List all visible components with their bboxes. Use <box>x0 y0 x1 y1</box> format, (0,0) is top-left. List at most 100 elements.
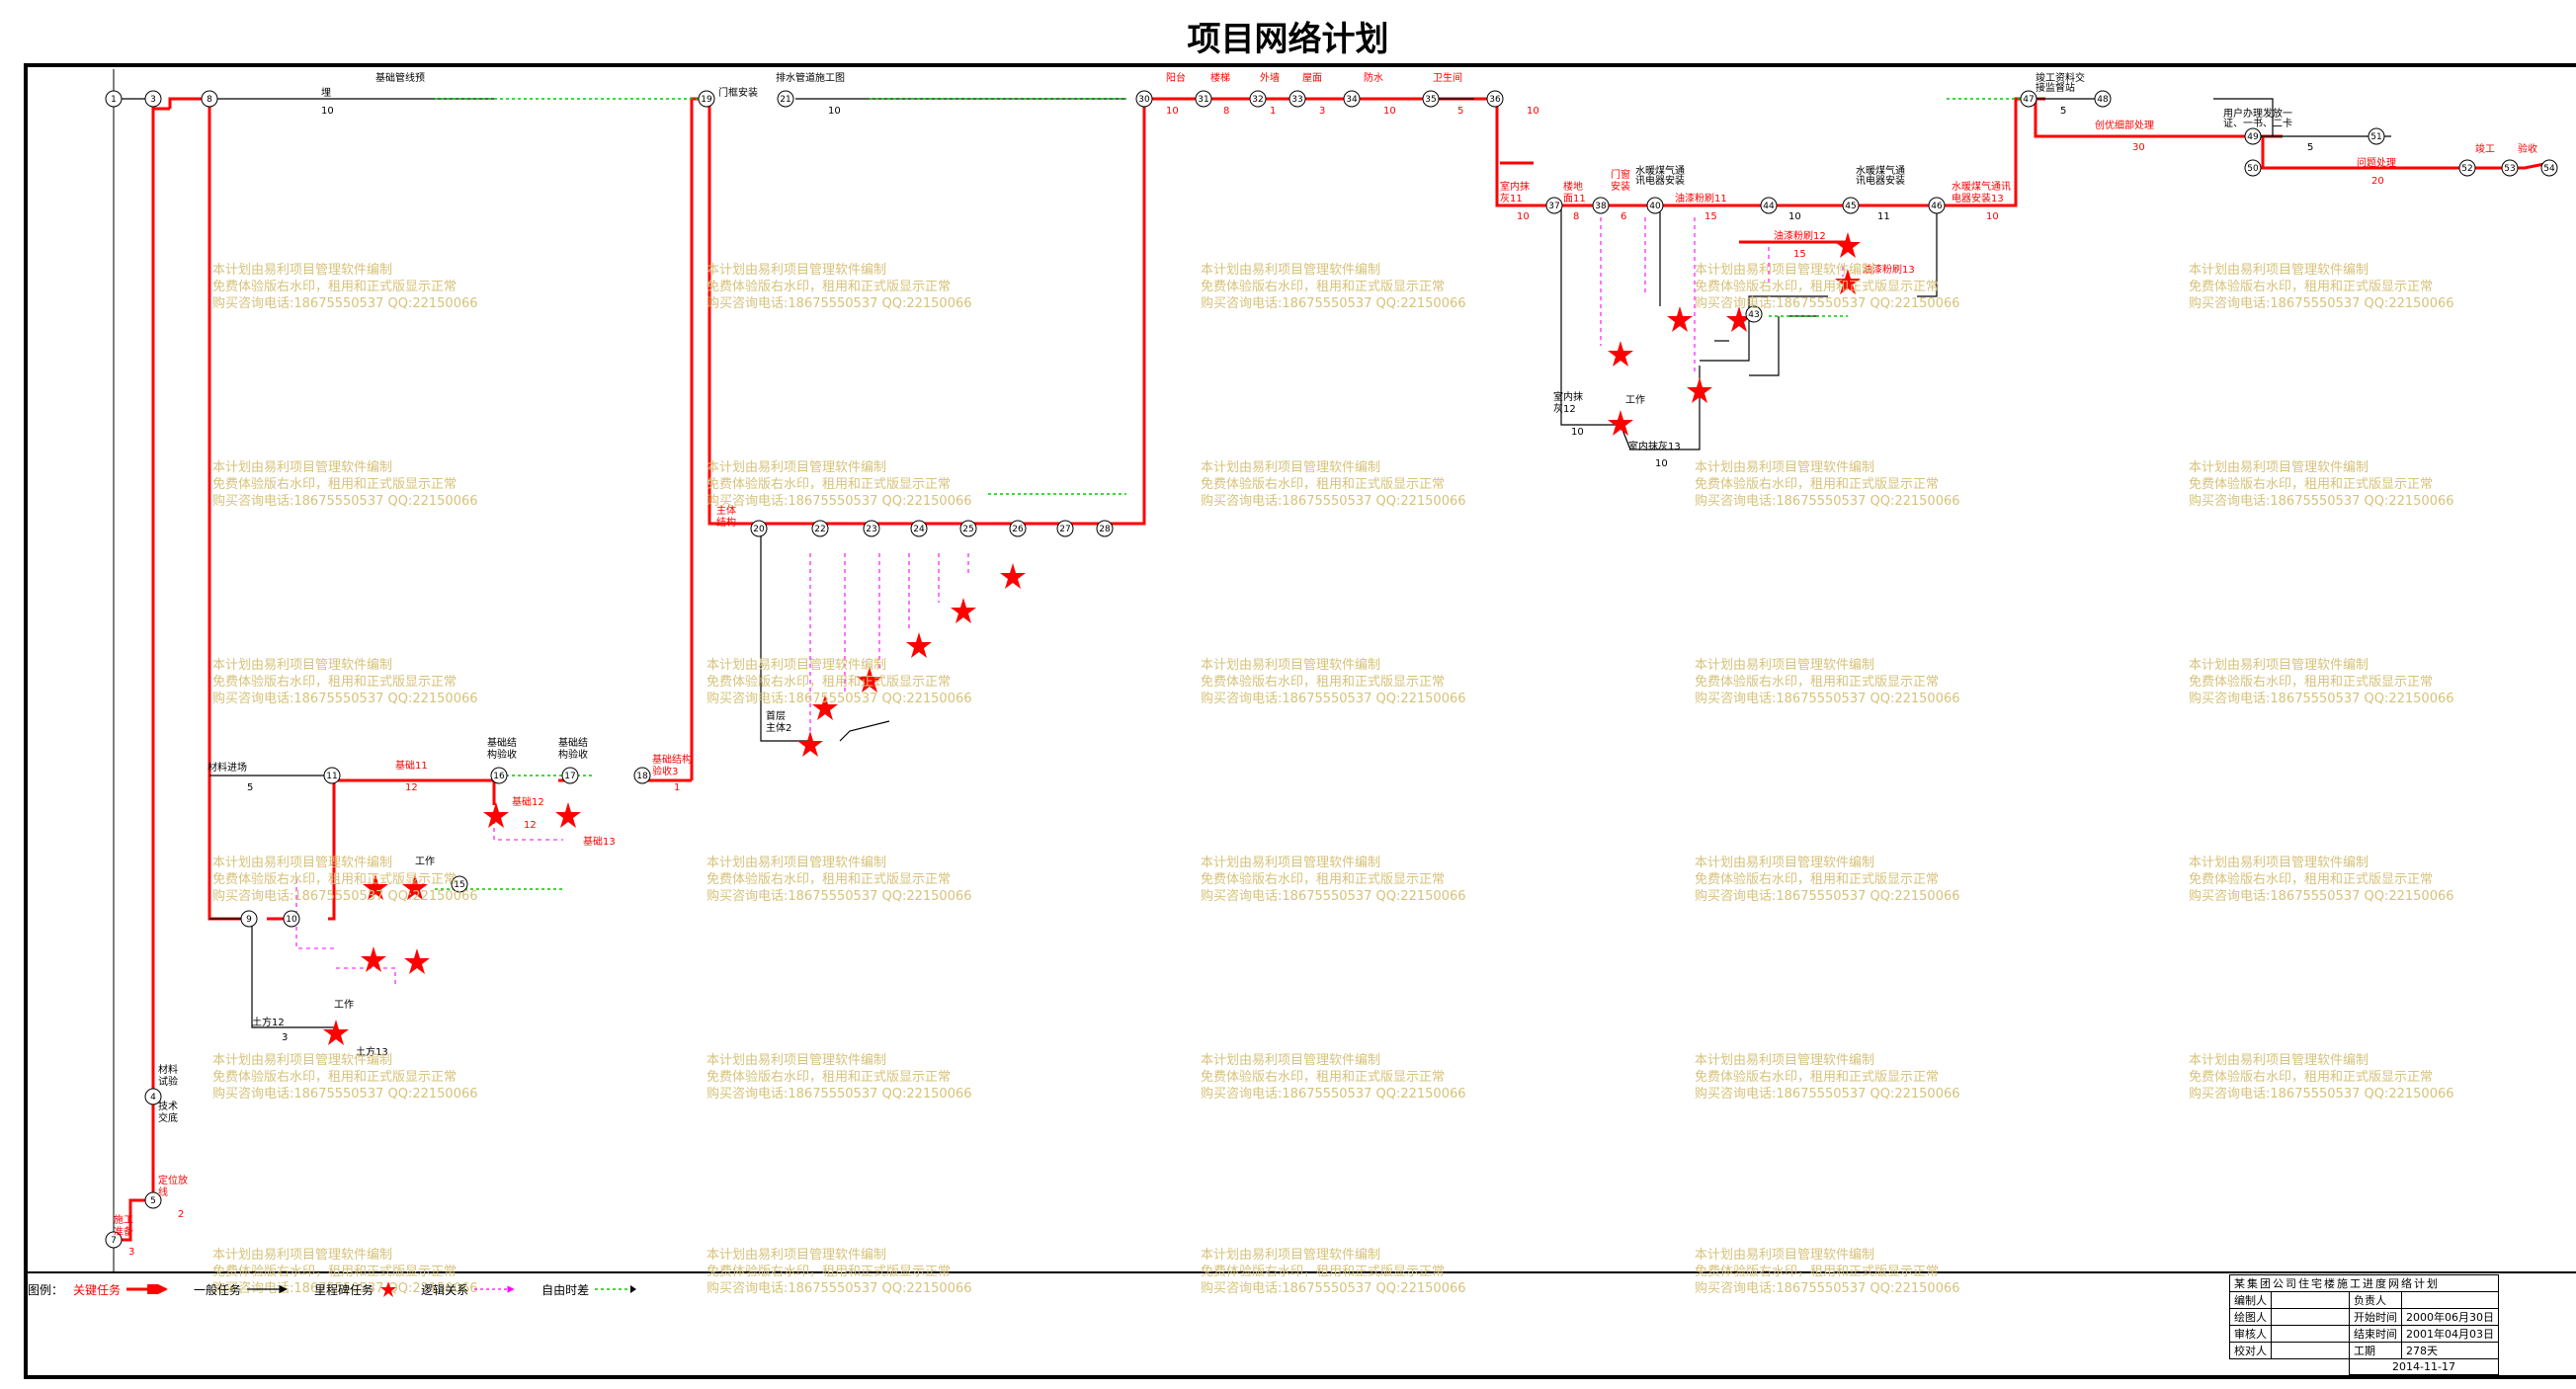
svg-text:室内抹: 室内抹 <box>1500 180 1530 193</box>
svg-text:油漆粉刷13: 油漆粉刷13 <box>1863 263 1915 276</box>
watermark: 本计划由易利项目管理软件编制免费体验版右水印，租用和正式版显示正常购买咨询电话:… <box>2189 658 2454 706</box>
table-cell: 工期 <box>2349 1342 2402 1359</box>
svg-text:28: 28 <box>1099 525 1111 534</box>
svg-text:1: 1 <box>674 782 680 793</box>
table-cell: 2001年04月03日 <box>2401 1325 2499 1343</box>
svg-text:室内抹灰13: 室内抹灰13 <box>1628 440 1681 452</box>
svg-text:面11: 面11 <box>1563 194 1586 204</box>
table-cell: 开始时间 <box>2349 1308 2402 1326</box>
svg-text:43: 43 <box>1748 310 1759 320</box>
svg-text:交底: 交底 <box>158 1111 178 1124</box>
activity-labels: 基础管线预 埋 10 门框安装 排水管道施工图 10 竣工资料交 接监督站 5 … <box>158 71 2313 1124</box>
watermark: 本计划由易利项目管理软件编制免费体验版右水印，租用和正式版显示正常购买咨询电话:… <box>1201 856 1466 904</box>
node: 44 <box>1760 197 1778 214</box>
watermark: 本计划由易利项目管理软件编制免费体验版右水印，租用和正式版显示正常购买咨询电话:… <box>212 1053 478 1102</box>
node: 28 <box>1096 520 1114 537</box>
watermark: 本计划由易利项目管理软件编制免费体验版右水印，租用和正式版显示正常购买咨询电话:… <box>212 856 478 904</box>
normal-arrow-icon <box>247 1284 288 1294</box>
svg-text:17: 17 <box>564 772 575 781</box>
svg-text:结构: 结构 <box>716 516 736 529</box>
watermark: 本计划由易利项目管理软件编制免费体验版右水印，租用和正式版显示正常购买咨询电话:… <box>706 263 972 311</box>
svg-text:试验: 试验 <box>158 1075 178 1088</box>
node: 16 <box>490 767 508 784</box>
watermark: 本计划由易利项目管理软件编制免费体验版右水印，租用和正式版显示正常购买咨询电话:… <box>1695 1053 1960 1102</box>
svg-text:讯电器安装: 讯电器安装 <box>1635 174 1685 187</box>
legend-critical: 关键任务 <box>73 1281 176 1298</box>
svg-text:水暖煤气通: 水暖煤气通 <box>1635 164 1685 177</box>
logic-links <box>295 217 1844 988</box>
svg-text:30: 30 <box>1138 95 1150 105</box>
svg-text:35: 35 <box>1425 95 1436 105</box>
svg-text:阳台: 阳台 <box>1166 71 1186 84</box>
watermark: 本计划由易利项目管理软件编制免费体验版右水印，租用和正式版显示正常购买咨询电话:… <box>706 658 972 706</box>
node: 15 <box>451 875 468 893</box>
svg-text:51: 51 <box>2370 132 2381 142</box>
svg-text:基础结: 基础结 <box>558 736 588 749</box>
svg-text:12: 12 <box>405 782 418 793</box>
legend-float: 自由时差 <box>541 1281 644 1298</box>
svg-text:10: 10 <box>828 106 841 117</box>
watermark: 本计划由易利项目管理软件编制免费体验版右水印，租用和正式版显示正常购买咨询电话:… <box>1695 263 1960 311</box>
chart-frame <box>24 63 2576 1379</box>
svg-text:讯电器安装: 讯电器安装 <box>1856 174 1905 187</box>
svg-text:10: 10 <box>1986 211 1999 222</box>
critical-arrow-icon <box>126 1284 169 1294</box>
watermark: 本计划由易利项目管理软件编制免费体验版右水印，租用和正式版显示正常购买咨询电话:… <box>1201 1248 1466 1296</box>
critical-path <box>114 97 2550 1242</box>
table-cell: 负责人 <box>2349 1291 2402 1309</box>
node: 40 <box>1646 197 1664 214</box>
svg-text:准备: 准备 <box>114 1225 133 1238</box>
legend: 图例： 关键任务 一般任务 里程碑任务 逻辑关系 自由时差 <box>28 1274 662 1304</box>
svg-text:10: 10 <box>1788 211 1801 222</box>
svg-text:12: 12 <box>524 820 537 831</box>
svg-text:室内抹: 室内抹 <box>1553 390 1583 403</box>
table-cell: 结束时间 <box>2349 1325 2402 1343</box>
node: 37 <box>1545 197 1563 214</box>
svg-text:44: 44 <box>1763 202 1775 211</box>
svg-text:7: 7 <box>111 1236 117 1246</box>
svg-text:40: 40 <box>1649 202 1661 211</box>
legend-milestone: 里程碑任务 <box>314 1280 403 1298</box>
svg-text:卫生间: 卫生间 <box>1433 71 1462 84</box>
svg-text:49: 49 <box>2247 132 2259 142</box>
logic-arrow-icon <box>474 1285 515 1293</box>
svg-text:15: 15 <box>1793 249 1806 260</box>
svg-text:38: 38 <box>1595 202 1607 211</box>
svg-text:10: 10 <box>1527 106 1539 117</box>
svg-text:线: 线 <box>158 1185 168 1198</box>
watermark: 本计划由易利项目管理软件编制免费体验版右水印，租用和正式版显示正常购买咨询电话:… <box>1695 460 1960 509</box>
svg-text:门窗: 门窗 <box>1611 168 1630 181</box>
watermark: 本计划由易利项目管理软件编制免费体验版右水印，租用和正式版显示正常购买咨询电话:… <box>706 1053 972 1102</box>
svg-text:5: 5 <box>2060 106 2066 117</box>
node: 43 <box>1745 305 1763 323</box>
svg-text:33: 33 <box>1291 95 1302 105</box>
svg-text:工作: 工作 <box>334 999 354 1011</box>
node: 8 <box>201 90 218 108</box>
svg-text:土方13: 土方13 <box>356 1045 388 1058</box>
watermark: 本计划由易利项目管理软件编制免费体验版右水印，租用和正式版显示正常购买咨询电话:… <box>1695 658 1960 706</box>
svg-text:埋: 埋 <box>321 87 331 99</box>
critical-labels: 阳台 楼梯 外墙 屋面 防水 卫生间 10 8 1 3 10 5 10 创优细部… <box>114 71 2537 1258</box>
table-cell: 2000年06月30日 <box>2401 1308 2499 1326</box>
node: 24 <box>910 520 928 537</box>
watermark: 本计划由易利项目管理软件编制免费体验版右水印，租用和正式版显示正常购买咨询电话:… <box>706 856 972 904</box>
node: 50 <box>2244 159 2262 177</box>
watermark: 本计划由易利项目管理软件编制免费体验版右水印，租用和正式版显示正常购买咨询电话:… <box>1695 1248 1960 1296</box>
svg-text:21: 21 <box>780 95 790 105</box>
node: 51 <box>2368 127 2385 145</box>
float-line-icon <box>595 1285 637 1293</box>
node: 30 <box>1135 90 1153 108</box>
svg-text:11: 11 <box>1877 211 1890 222</box>
svg-text:电器安装13: 电器安装13 <box>1952 192 2004 204</box>
svg-text:10: 10 <box>1517 211 1530 222</box>
page-title: 项目网络计划 <box>1187 20 1389 59</box>
legend-logic: 逻辑关系 <box>421 1281 524 1298</box>
node: 49 <box>2244 127 2262 145</box>
node: 3 <box>144 90 162 108</box>
svg-text:10: 10 <box>321 106 334 117</box>
svg-text:灰12: 灰12 <box>1553 402 1576 415</box>
svg-text:水暖煤气通: 水暖煤气通 <box>1856 164 1905 177</box>
svg-text:门框安装: 门框安装 <box>718 86 758 99</box>
svg-text:基础11: 基础11 <box>395 759 428 772</box>
